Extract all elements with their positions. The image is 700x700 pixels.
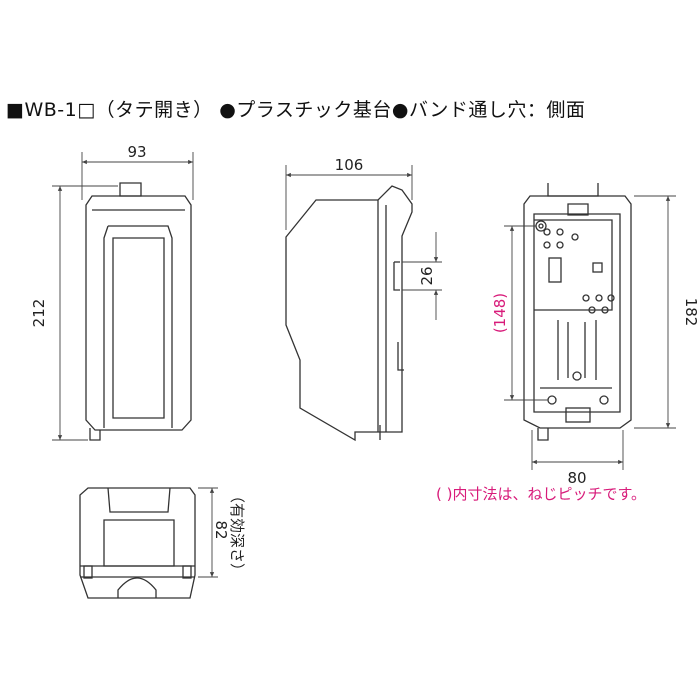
- bottom-view: [79, 487, 196, 599]
- back-height-dimension: 182: [634, 195, 700, 429]
- back-pitch-dimension: (148): [491, 225, 548, 401]
- pitch-note: ( )内寸法は、ねじピッチです。: [436, 485, 646, 503]
- bottom-depth-note: （有効深さ）: [228, 488, 246, 578]
- side-width-dimension: 106: [285, 156, 413, 230]
- back-view: [523, 183, 632, 441]
- front-width-label: 93: [127, 143, 146, 161]
- side-width-label: 106: [335, 156, 364, 174]
- front-width-dimension: 93: [81, 143, 194, 200]
- front-height-label: 212: [30, 299, 48, 328]
- side-slot-dimension: 26: [402, 232, 442, 320]
- front-view: [85, 182, 192, 441]
- back-width-label: 80: [567, 469, 586, 487]
- back-height-label: 182: [682, 298, 700, 327]
- page-title: ■WB-1□（タテ開き） ●プラスチック基台●バンド通し穴：側面: [6, 99, 586, 121]
- bottom-depth-label: 82: [212, 520, 230, 539]
- bottom-depth-dimension: 82 （有効深さ）: [198, 487, 246, 578]
- back-pitch-label: (148): [491, 293, 509, 333]
- back-width-dimension: 80: [531, 430, 624, 487]
- side-slot-label: 26: [418, 266, 436, 285]
- front-height-dimension: 212: [30, 185, 118, 441]
- side-view: [285, 185, 413, 442]
